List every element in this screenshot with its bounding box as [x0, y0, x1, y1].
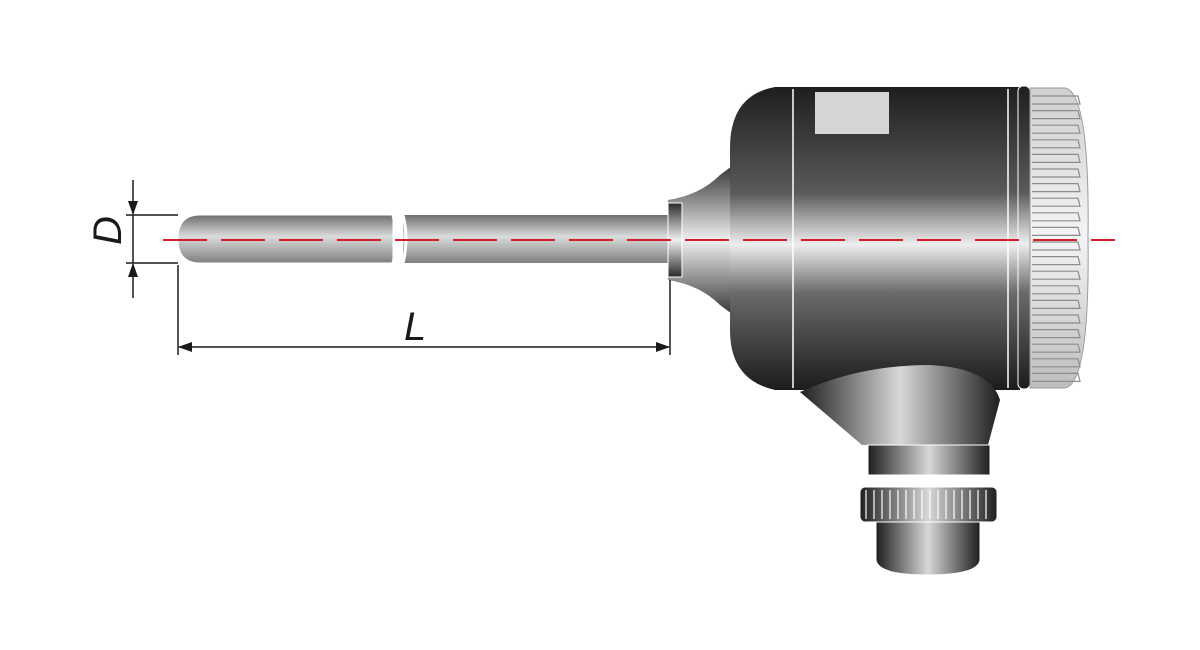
cap-fin: [1032, 314, 1081, 324]
cable-gland: [800, 365, 1000, 576]
cap-fin: [1032, 285, 1081, 295]
cap-fin: [1032, 329, 1081, 339]
cap-fin: [1032, 153, 1081, 163]
label-plate: [815, 92, 889, 134]
cap-fin: [1032, 95, 1081, 105]
cap-fin: [1032, 372, 1081, 382]
dimension-diameter: [126, 180, 178, 298]
length-label: L: [404, 305, 426, 349]
cap-fin: [1032, 139, 1081, 149]
cap-fin: [1032, 343, 1081, 353]
cap-fin: [1032, 270, 1081, 280]
cap-fin: [1032, 168, 1081, 178]
cap-fin: [1032, 226, 1081, 236]
cap-fin: [1032, 197, 1081, 207]
cap-fin: [1032, 110, 1081, 120]
cap-fin: [1032, 183, 1081, 193]
housing-body: [730, 87, 1020, 390]
cap-fin: [1032, 212, 1081, 222]
dimension-length: [177, 265, 671, 355]
cap-fin: [1032, 256, 1081, 266]
cap-fin: [1032, 358, 1081, 368]
diameter-label: D: [86, 216, 130, 245]
cap-fin: [1032, 241, 1081, 251]
cap-fin: [1032, 299, 1081, 309]
housing-cap: [1017, 85, 1089, 390]
cap-fin: [1032, 124, 1081, 134]
